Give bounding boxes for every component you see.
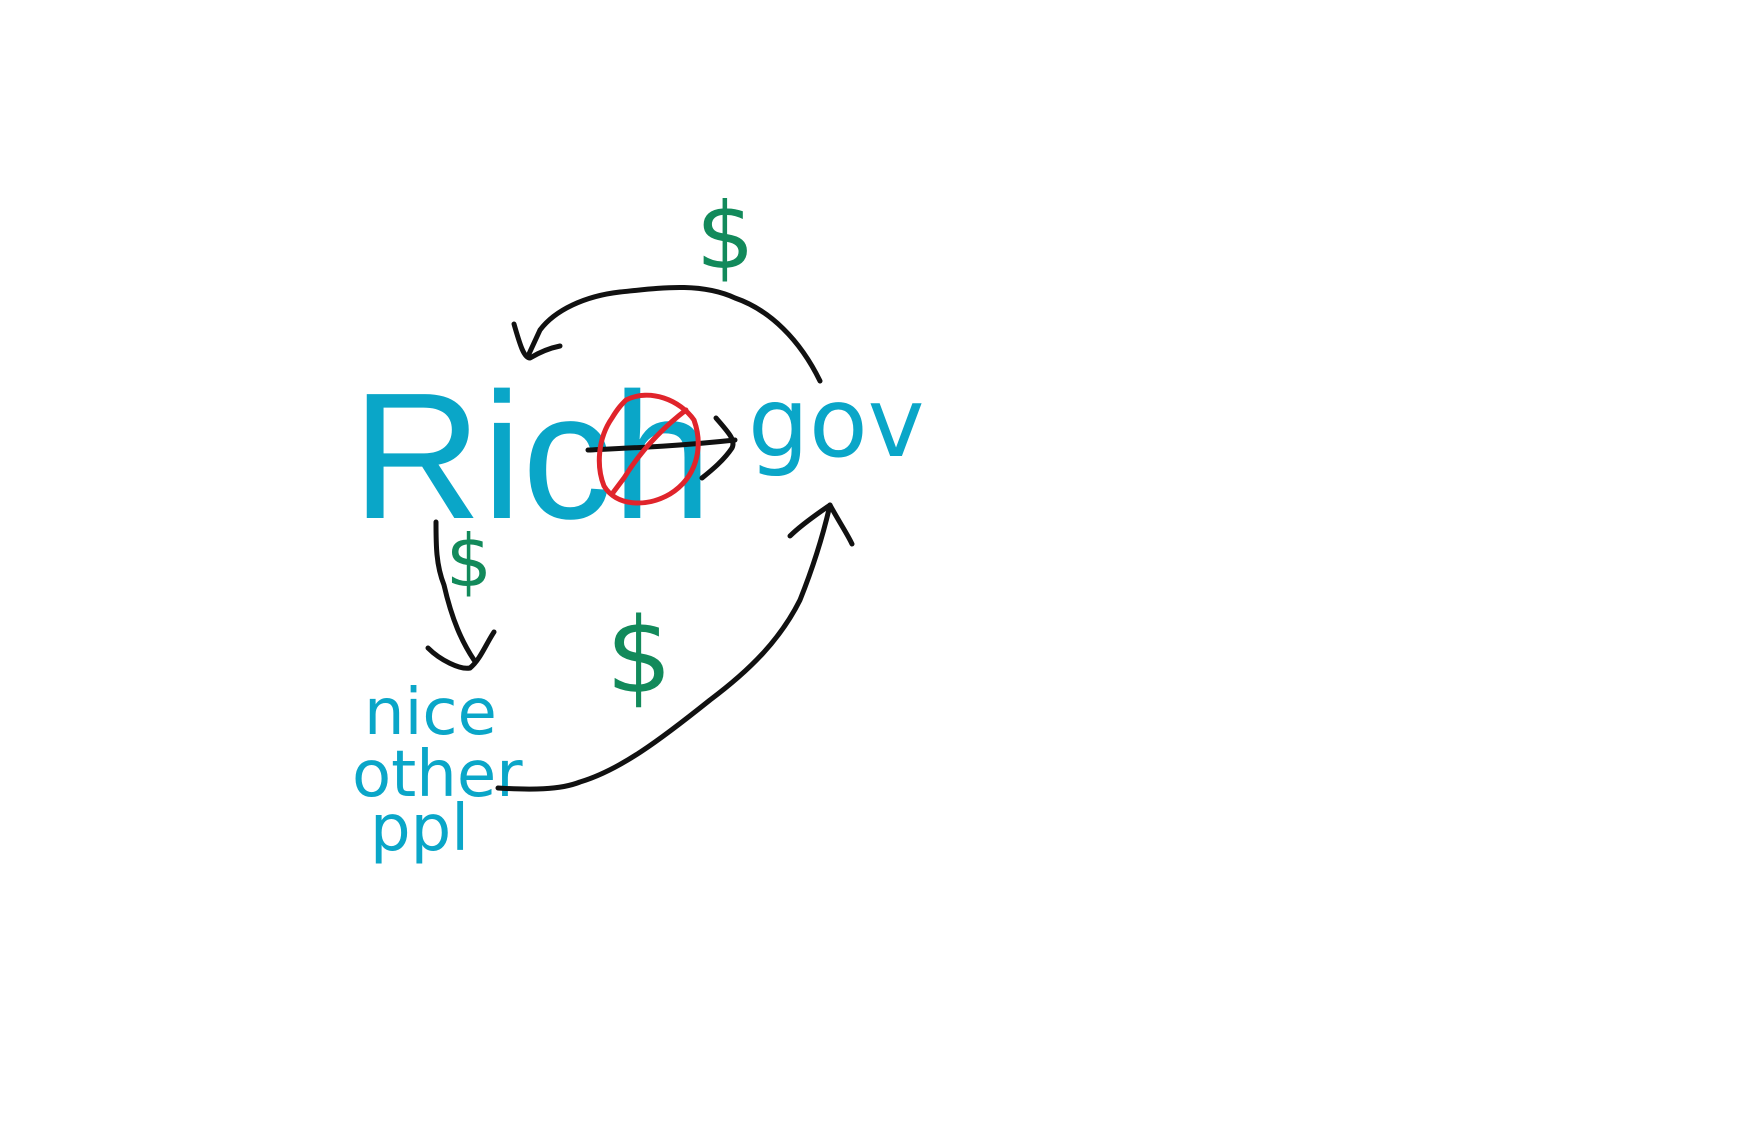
edge-gov-to-rich: $: [511, 183, 823, 384]
arrow-curve: [525, 285, 823, 384]
edge-rich-to-gov: ∅: [585, 392, 738, 506]
node-others: nice other ppl: [352, 676, 523, 866]
money-label: $: [606, 595, 672, 717]
money-label: $: [696, 183, 755, 290]
arrow-curve: [495, 502, 833, 792]
node-others-line: ppl: [370, 792, 469, 866]
blocked-slash: [609, 407, 689, 497]
node-others-line: nice: [364, 676, 497, 750]
arrow-line: [585, 437, 738, 453]
arrow-head: [787, 502, 855, 547]
node-rich: Rich: [352, 356, 712, 557]
arrow-head: [425, 629, 497, 671]
arrow-curve: [433, 519, 477, 663]
arrow-head: [511, 321, 563, 361]
node-others-line: other: [352, 738, 523, 812]
money-label: $: [446, 519, 492, 603]
node-gov: gov: [748, 367, 924, 479]
edge-others-to-gov: $: [495, 502, 855, 792]
arrow-head: [699, 415, 736, 481]
edge-rich-to-others: $: [425, 519, 497, 671]
